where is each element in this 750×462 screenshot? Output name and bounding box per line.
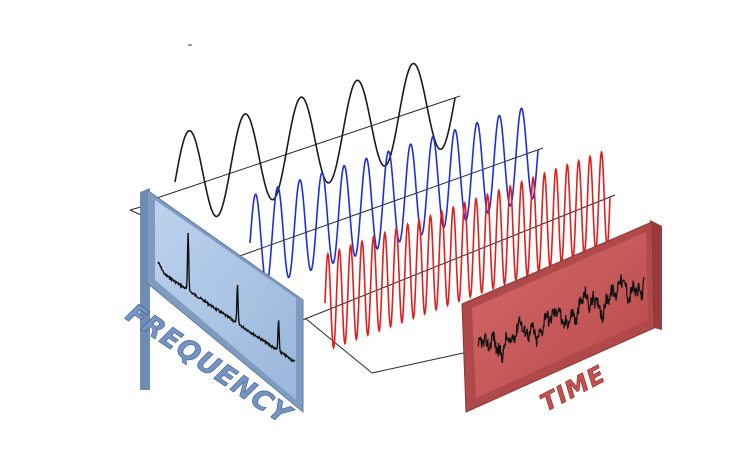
time-panel: [461, 220, 662, 413]
low-frequency-wave-axis: [144, 95, 461, 203]
frequency-spectrum-trace: [157, 232, 296, 363]
high-frequency-wave: [324, 150, 611, 350]
base-plane-bottom-edge: [371, 351, 469, 374]
mid-frequency-wave: [249, 107, 539, 286]
time-panel-side: [650, 220, 662, 330]
frequency-panel: [140, 188, 304, 414]
wave-axes: [144, 95, 616, 324]
frequency-panel-face: [155, 200, 296, 400]
mid-frequency-wave-axis: [219, 147, 544, 264]
high-frequency-wave-axis: [294, 194, 616, 324]
waves: [174, 62, 611, 350]
time-signal-trace: [477, 274, 645, 364]
low-frequency-wave: [174, 62, 456, 218]
base-plane-front-edge: [304, 317, 373, 374]
time-panel-face: [472, 232, 648, 398]
